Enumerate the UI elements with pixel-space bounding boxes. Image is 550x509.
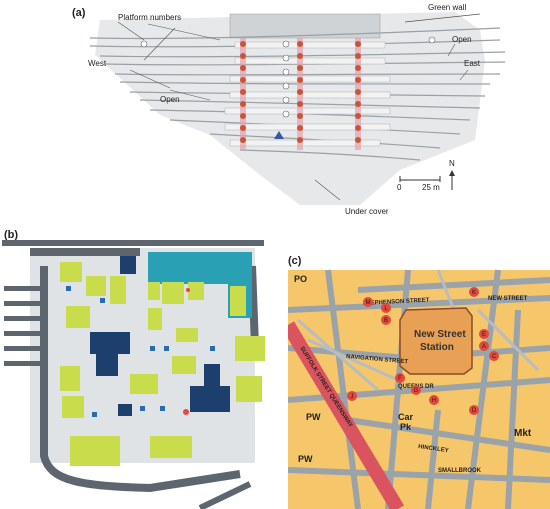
street-hinckley: HINCKLEY [418,444,449,454]
label-pw-2: PW [298,454,313,464]
station-entrance-markers: K M L B E A C F G H D J [347,287,499,415]
label-west: West [88,59,107,68]
label-open-east-top: Open [452,35,472,44]
station-building [399,307,473,375]
svg-text:M: M [366,300,371,306]
label-car-pk-2: Pk [400,422,412,432]
platforms [224,41,391,147]
plan-zone-teal [148,252,252,318]
svg-text:A: A [482,344,486,350]
street-stephenson: STEPHENSON STREET [363,297,430,306]
svg-text:B: B [384,318,388,324]
panel-b-station-plan: (b) [0,226,285,509]
panel-c-tag: (c) [288,255,302,267]
svg-text:25 m: 25 m [422,183,440,192]
svg-text:L: L [384,306,388,312]
panel-c-street-map: (c) New Street Station STEPH [288,250,550,509]
svg-text:J: J [351,394,354,400]
north-arrow-icon: N [449,159,455,190]
street-smallbrook: SMALLBROOK [438,468,482,474]
panel-a-tag: (a) [72,7,86,19]
column-markers [240,41,361,143]
street-new: NEW STREET [488,296,528,302]
svg-text:G: G [414,388,419,394]
station-building [229,13,381,39]
svg-text:0: 0 [397,183,402,192]
label-pw-1: PW [306,412,321,422]
scale-bar: 0 25 m [397,176,441,192]
platform-number-circles [140,36,436,118]
label-car-pk: Car [398,412,414,422]
measurement-point-icon [274,131,284,139]
street-navigation: NAVIGATION STREET [346,354,409,365]
panel-a-track-plan: (a) Platform numbers Green wall Open Eas… [60,0,550,225]
svg-text:N: N [449,159,455,168]
suffolk-queensway-road [288,321,405,509]
svg-text:C: C [492,354,497,360]
svg-text:F: F [398,376,402,382]
label-platform-numbers: Platform numbers [118,13,181,22]
plan-icons [66,286,215,417]
station-label-2: Station [420,342,454,353]
label-open-west: Open [160,95,180,104]
svg-text:E: E [482,332,486,338]
plan-zones-lime [60,262,265,466]
svg-text:D: D [472,408,477,414]
label-under-cover: Under cover [345,207,389,216]
svg-text:H: H [432,398,436,404]
station-label: New Street [414,329,466,340]
label-mkt: Mkt [514,428,532,439]
plan-zones-navy [90,256,230,416]
platform-stubs-left [4,286,44,366]
label-east: East [464,59,481,68]
panel-b-tag: (b) [4,229,18,241]
svg-text:K: K [472,290,476,296]
label-green-wall: Green wall [428,3,466,12]
label-po: PO [294,274,307,284]
